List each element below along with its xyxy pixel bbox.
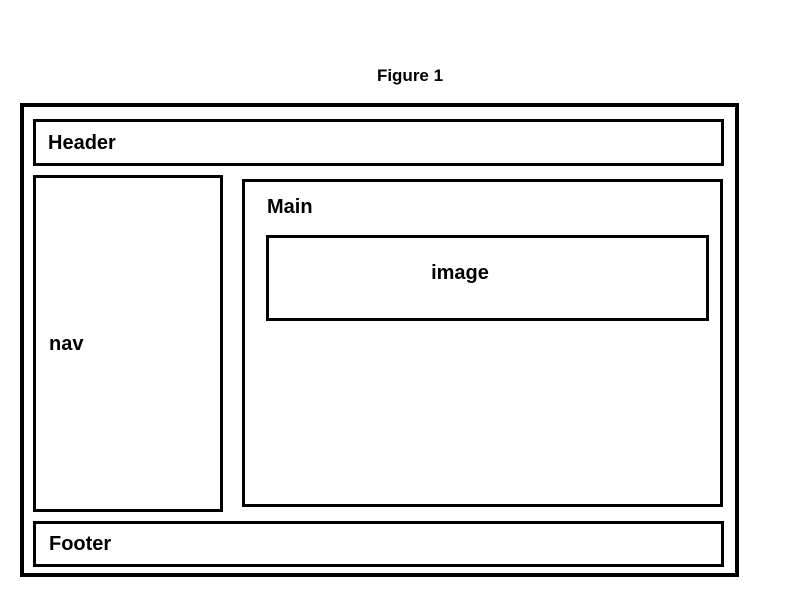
main-label: Main	[267, 196, 313, 218]
header-label: Header	[48, 131, 116, 154]
image-label: image	[431, 262, 489, 284]
footer-box: Footer	[33, 521, 724, 567]
figure-caption: Figure 1	[376, 66, 444, 85]
image-box: image	[266, 235, 709, 321]
footer-label: Footer	[49, 533, 112, 555]
nav-box: nav	[33, 175, 223, 512]
main-box: Main	[242, 179, 723, 507]
nav-label: nav	[49, 332, 84, 355]
header-box: Header	[33, 119, 724, 166]
